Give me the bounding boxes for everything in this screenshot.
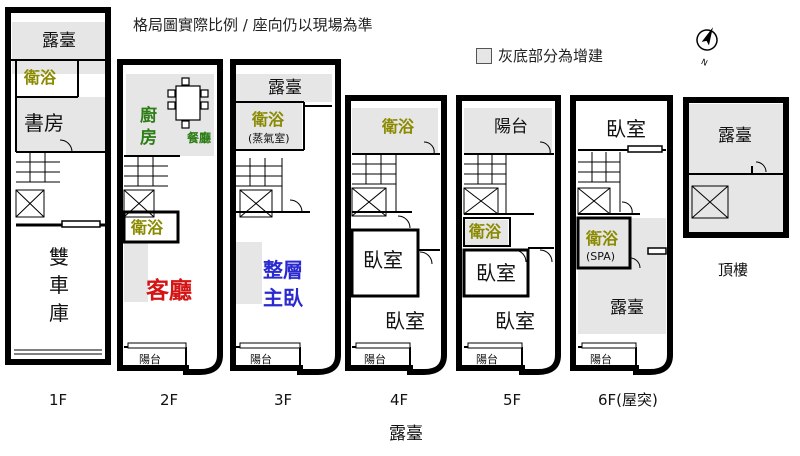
f2-dining-label: 餐廳 <box>187 131 212 145</box>
f3-terrace-label: 露臺 <box>268 78 302 98</box>
f2-living-label: 客廳 <box>146 278 192 304</box>
floor-4-plan <box>345 95 447 375</box>
roof-plan <box>683 97 789 238</box>
f5-balcony-top-label: 陽台 <box>494 117 528 137</box>
f6-bath-label: 衛浴 <box>586 229 619 248</box>
f6-bedroom-label: 臥室 <box>606 117 646 141</box>
floor-2-plan <box>117 59 223 375</box>
f3-steam-label: (蒸氣室) <box>248 132 290 145</box>
f3-bath-label: 衛浴 <box>252 110 285 129</box>
f3-floor-label: 3F <box>274 391 293 409</box>
f2-bath-label: 衛浴 <box>131 218 164 237</box>
f3-master-label-2: 主臥 <box>263 286 303 310</box>
f5-bath-label: 衛浴 <box>469 222 502 241</box>
legend-swatch <box>476 48 492 64</box>
roof-floor-label: 頂樓 <box>718 261 749 279</box>
legend: 灰底部分為增建 <box>476 48 603 64</box>
f1-garage-label-3: 庫 <box>49 301 69 325</box>
f5-floor-label: 5F <box>503 391 522 409</box>
page-title: 格局圖實際比例 / 座向仍以現場為準 <box>133 16 373 34</box>
floor-3-plan <box>230 59 341 375</box>
f3-master-label-1: 整層 <box>263 258 303 282</box>
f5-balcony-label: 陽台 <box>476 353 498 366</box>
f5-bedroom-b-label: 臥室 <box>495 309 535 333</box>
f4-balcony-label: 陽台 <box>364 353 386 366</box>
floor-1-plan <box>5 7 111 365</box>
roof-terrace-label: 露臺 <box>718 126 752 146</box>
f2-kitchen-label-2: 房 <box>140 128 157 148</box>
f1-garage-label-1: 雙 <box>49 245 69 269</box>
f6-spa-label: (SPA) <box>586 250 616 263</box>
f4-floor-label: 4F <box>390 391 409 409</box>
f6-balcony-label: 陽台 <box>590 353 612 366</box>
north-arrow-icon: N <box>696 27 718 68</box>
f4-bath-label: 衛浴 <box>382 117 415 136</box>
f2-balcony-label: 陽台 <box>139 353 161 366</box>
f2-kitchen-label-1: 廚 <box>140 106 157 126</box>
svg-text:N: N <box>700 57 709 68</box>
f5-bedroom-a-label: 臥室 <box>476 261 516 285</box>
f1-floor-label: 1F <box>49 391 68 409</box>
f1-garage-label-2: 車 <box>49 273 69 297</box>
bottom-terrace-label: 露臺 <box>389 424 423 444</box>
f6-floor-label: 6F(屋突) <box>598 391 658 409</box>
f4-bedroom-a-label: 臥室 <box>363 248 403 272</box>
f1-terrace-label: 露臺 <box>42 31 76 51</box>
f4-bedroom-b-label: 臥室 <box>385 309 425 333</box>
f1-bath-label: 衛浴 <box>24 68 57 87</box>
legend-label: 灰底部分為增建 <box>498 46 604 65</box>
f6-terrace-label: 露臺 <box>610 298 644 318</box>
f2-floor-label: 2F <box>160 391 179 409</box>
f3-balcony-label: 陽台 <box>250 353 272 366</box>
f1-study-label: 書房 <box>24 111 64 135</box>
floor-6-plan <box>570 95 673 375</box>
floor-5-plan <box>456 95 561 375</box>
